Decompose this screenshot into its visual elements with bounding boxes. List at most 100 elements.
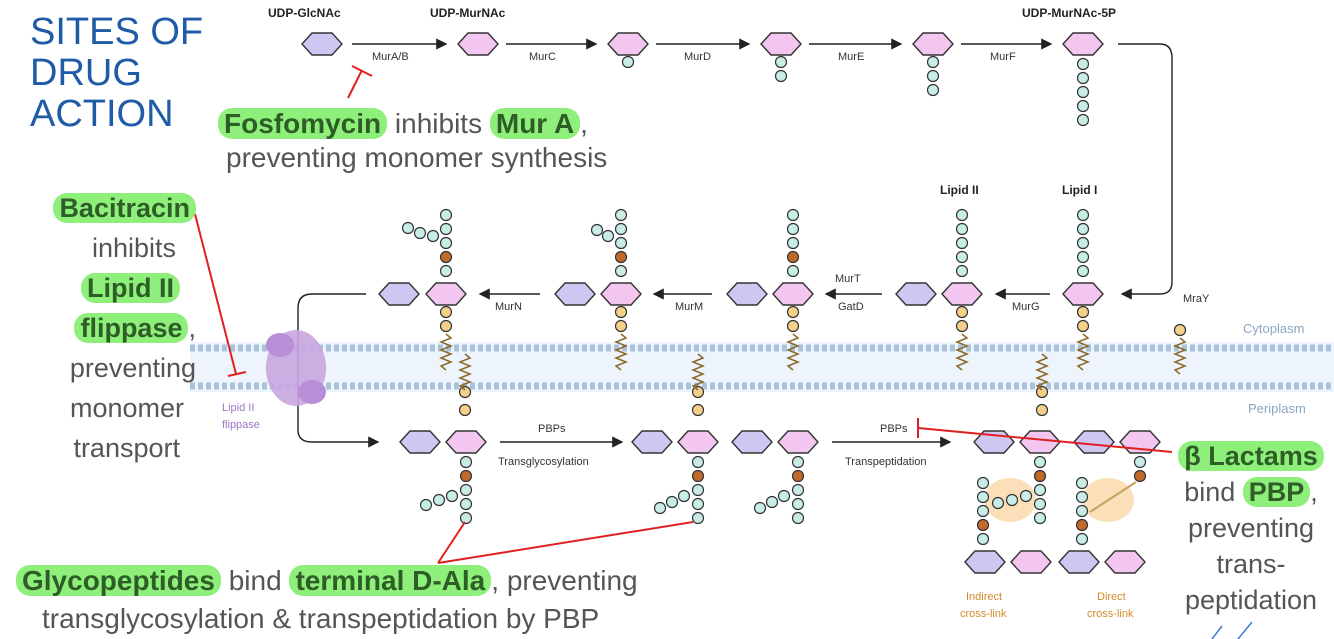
phosphate-bead <box>1076 319 1090 333</box>
glycopeptides-tail: , preventing <box>491 565 638 596</box>
glcnac-hexagon <box>554 282 596 306</box>
lipid-i-label: Lipid I <box>1062 183 1097 197</box>
peptide-bead <box>1076 113 1090 127</box>
direct-crosslink-label-line-2: cross-link <box>1087 608 1134 620</box>
udp-murnac-5p-label: UDP-MurNAc-5P <box>1022 6 1116 20</box>
fosfomycin-drug-highlight: Fosfomycin <box>218 108 388 139</box>
peptide-bead <box>926 69 940 83</box>
lipid-i-hexagon <box>1062 282 1104 306</box>
beta-lactams-comma: , <box>1310 477 1318 507</box>
lipid-ii-glcnac-hexagon <box>895 282 937 306</box>
peptide-bead <box>774 55 788 69</box>
lipid-tail <box>613 333 629 371</box>
peptide-bead <box>1076 57 1090 71</box>
beta-lactams-verb: bind <box>1184 477 1236 507</box>
flippase-target-highlight: flippase <box>74 313 189 343</box>
murd-product-hexagon <box>760 32 802 56</box>
phosphate-bead <box>786 305 800 319</box>
murnac-hexagon <box>677 430 719 454</box>
enzyme-mura-b-label: MurA/B <box>372 51 409 63</box>
phosphate-bead <box>439 305 453 319</box>
peptide-stem-branched <box>419 455 473 525</box>
phosphate-bead <box>691 385 705 399</box>
lipid-ii-target-highlight: Lipid II <box>81 273 180 303</box>
enzyme-murm-label: MurM <box>675 301 703 313</box>
peptide-stem-branched <box>753 455 805 525</box>
murnac-hexagon <box>425 282 467 306</box>
undecaprenyl-phosphate-bead <box>1173 323 1187 337</box>
udp-murnac-hexagon <box>457 32 499 56</box>
lipid-tail <box>438 333 454 371</box>
bacitracin-line-1: inhibits <box>91 233 176 263</box>
murnac-hexagon <box>772 282 814 306</box>
peptide-bead <box>1076 85 1090 99</box>
lipid-tail <box>690 353 706 391</box>
lipid-ii-label: Lipid II <box>940 183 979 197</box>
membrane <box>190 342 1334 392</box>
fosfomycin-note-line-2: preventing monomer synthesis <box>226 142 608 173</box>
glcnac-hexagon <box>731 430 773 454</box>
lipid-tail <box>457 353 473 391</box>
pbps-transpeptidation-bottom-label: Transpeptidation <box>845 456 927 468</box>
bacitracin-line-4: transport <box>73 433 180 463</box>
lipid-i-peptide <box>1076 208 1090 278</box>
direct-crosslink-label-line-1: Direct <box>1097 591 1126 603</box>
enzyme-murf-label: MurF <box>990 51 1016 63</box>
peptide-bead <box>926 83 940 97</box>
bacitracin-comma: , <box>188 313 196 343</box>
lipid-tail <box>785 333 801 371</box>
fosfomycin-inhibition-symbol <box>347 65 373 99</box>
title-line-1: SITES OF <box>30 11 204 53</box>
lipid-ii-peptide <box>955 208 969 278</box>
phosphate-bead <box>458 403 472 417</box>
fosfomycin-verb: inhibits <box>394 108 483 139</box>
terminal-d-ala-target-highlight: terminal D-Ala <box>289 565 492 596</box>
bacitracin-inhibition-symbol <box>194 213 247 377</box>
fosfomycin-comma: , <box>580 108 588 139</box>
beta-lactam-inhibition-symbol <box>917 418 1173 453</box>
pbps-transglycosylation-bottom-label: Transglycosylation <box>498 456 589 468</box>
bacitracin-note: Bacitracin inhibits Lipid II flippase, p… <box>20 188 196 468</box>
glcnac-hexagon <box>726 282 768 306</box>
peptide-stem-branched <box>653 455 705 525</box>
phosphate-bead <box>458 385 472 399</box>
periplasm-label: Periplasm <box>1248 401 1306 416</box>
title-line-2: DRUG <box>30 52 142 94</box>
indirect-crosslink-label-line-1: Indirect <box>966 591 1002 603</box>
pen-stroke-mark <box>1211 621 1253 639</box>
peptide-bead <box>621 55 635 69</box>
indirect-crosslink-label-line-2: cross-link <box>960 608 1007 620</box>
enzyme-gatd-label: GatD <box>838 301 864 313</box>
lipid-ii-murnac-hexagon <box>941 282 983 306</box>
phosphate-bead <box>614 319 628 333</box>
enzyme-murg-label: MurG <box>1012 301 1040 313</box>
cytoplasm-label: Cytoplasm <box>1243 321 1304 336</box>
crosslinked-peptidoglycan <box>964 353 1161 574</box>
beta-lactams-drug-highlight: β Lactams <box>1178 441 1324 471</box>
bacitracin-line-3: monomer <box>69 393 184 423</box>
udp-glcnac-hexagon <box>301 32 343 56</box>
udp-glcnac-label: UDP-GlcNAc <box>268 6 341 20</box>
lipid-tail <box>1172 337 1188 375</box>
flippase-protein <box>266 330 326 406</box>
udp-murnac-5p-hexagon <box>1062 32 1104 56</box>
glcnac-hexagon <box>399 430 441 454</box>
glycopeptide-pointer-lines <box>437 521 694 564</box>
slide-title: SITES OF DRUG ACTION <box>30 12 203 135</box>
glycopeptides-note-line-2: transglycosylation & transpeptidation by… <box>42 603 600 634</box>
fosfomycin-note-line-1: Fosfomycin inhibits Mur A, <box>218 107 607 141</box>
peptide-stem-branched <box>590 208 628 278</box>
phosphate-bead <box>955 305 969 319</box>
pbps-transglycosylation-top-label: PBPs <box>538 423 566 435</box>
fosfomycin-note: Fosfomycin inhibits Mur A, preventing mo… <box>218 107 607 175</box>
phosphate-bead <box>786 319 800 333</box>
murnac-hexagon <box>777 430 819 454</box>
phosphate-bead <box>955 319 969 333</box>
udp-murnac-label: UDP-MurNAc <box>430 6 506 20</box>
peptide-bead <box>774 69 788 83</box>
enzyme-mray-label: MraY <box>1183 293 1210 305</box>
title-line-3: ACTION <box>30 93 174 135</box>
peptide-bead <box>926 55 940 69</box>
glycopeptides-drug-highlight: Glycopeptides <box>16 565 221 596</box>
peptide-bead <box>1076 99 1090 113</box>
